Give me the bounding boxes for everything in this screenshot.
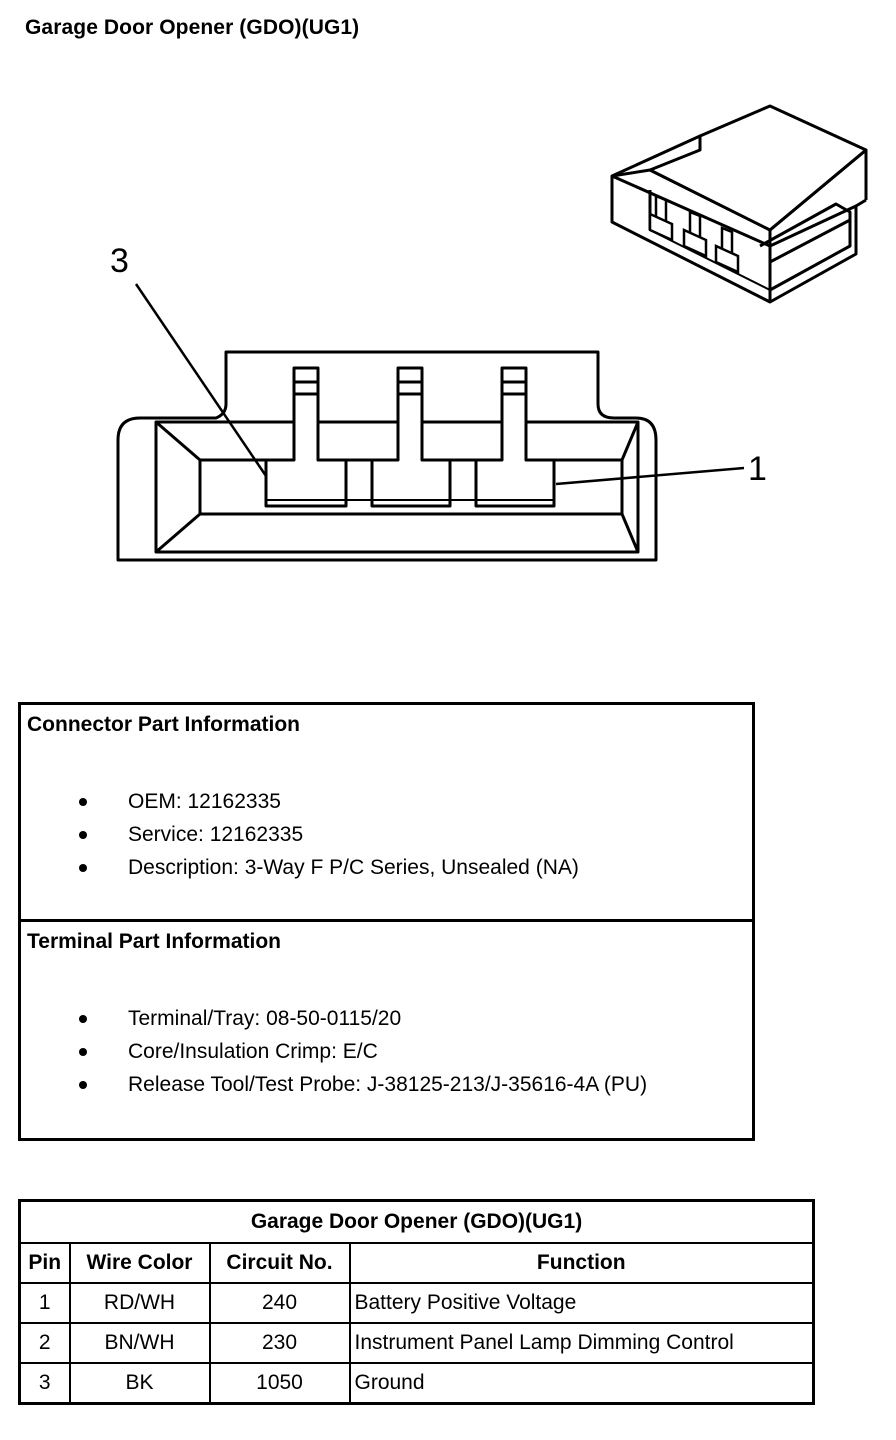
connector-diagram	[116, 104, 868, 562]
wire-color-cell: BN/WH	[68, 1322, 211, 1364]
pin-cell: 3	[18, 1362, 71, 1405]
header-circuit-no: Circuit No.	[208, 1242, 351, 1284]
page-title: Garage Door Opener (GDO)(UG1)	[25, 16, 360, 39]
bullet-icon	[79, 1015, 87, 1023]
list-item: OEM: 12162335	[21, 785, 752, 818]
connector-part-info-box: Connector Part Information OEM: 12162335…	[18, 702, 755, 922]
pinout-table: Garage Door Opener (GDO)(UG1) Pin Wire C…	[18, 1199, 816, 1405]
list-item: Release Tool/Test Probe: J-38125-213/J-3…	[21, 1068, 752, 1101]
pin-1-callout: 1	[748, 450, 767, 488]
connector-isometric-illustration	[610, 104, 868, 304]
table-row: 1 RD/WH 240 Battery Positive Voltage	[18, 1282, 815, 1324]
header-pin: Pin	[18, 1242, 71, 1284]
connector-info-list: OEM: 12162335 Service: 12162335 Descript…	[21, 785, 752, 884]
function-cell: Ground	[348, 1362, 815, 1405]
bullet-icon	[79, 1048, 87, 1056]
bullet-icon	[79, 831, 87, 839]
header-function: Function	[348, 1242, 815, 1284]
circuit-cell: 1050	[208, 1362, 351, 1405]
wire-color-cell: RD/WH	[68, 1282, 211, 1324]
callout-leader-lines	[134, 283, 745, 486]
bullet-icon	[79, 1081, 87, 1089]
connector-info-heading: Connector Part Information	[27, 713, 301, 736]
header-wire-color: Wire Color	[68, 1242, 211, 1284]
terminal-info-list: Terminal/Tray: 08-50-0115/20 Core/Insula…	[21, 1002, 752, 1101]
function-cell: Instrument Panel Lamp Dimming Control	[348, 1322, 815, 1364]
bullet-icon	[79, 864, 87, 872]
list-item: Core/Insulation Crimp: E/C	[21, 1035, 752, 1068]
list-item: Terminal/Tray: 08-50-0115/20	[21, 1002, 752, 1035]
terminal-part-info-box: Terminal Part Information Terminal/Tray:…	[18, 919, 755, 1141]
list-item: Description: 3-Way F P/C Series, Unseale…	[21, 851, 752, 884]
connector-terminals	[264, 366, 556, 508]
pin-3-callout: 3	[110, 242, 129, 280]
connector-face-view	[116, 350, 658, 562]
list-item: Service: 12162335	[21, 818, 752, 851]
pin-cell: 1	[18, 1282, 71, 1324]
pin-cell: 2	[18, 1322, 71, 1364]
wire-color-cell: BK	[68, 1362, 211, 1405]
function-cell: Battery Positive Voltage	[348, 1282, 815, 1324]
table-header-row: Pin Wire Color Circuit No. Function	[18, 1242, 815, 1284]
table-row: 3 BK 1050 Ground	[18, 1362, 815, 1405]
terminal-info-heading: Terminal Part Information	[27, 930, 281, 953]
circuit-cell: 230	[208, 1322, 351, 1364]
bullet-icon	[79, 798, 87, 806]
connector-isometric-pins	[648, 194, 740, 274]
circuit-cell: 240	[208, 1282, 351, 1324]
table-row: 2 BN/WH 230 Instrument Panel Lamp Dimmin…	[18, 1322, 815, 1364]
table-caption: Garage Door Opener (GDO)(UG1)	[18, 1199, 815, 1244]
